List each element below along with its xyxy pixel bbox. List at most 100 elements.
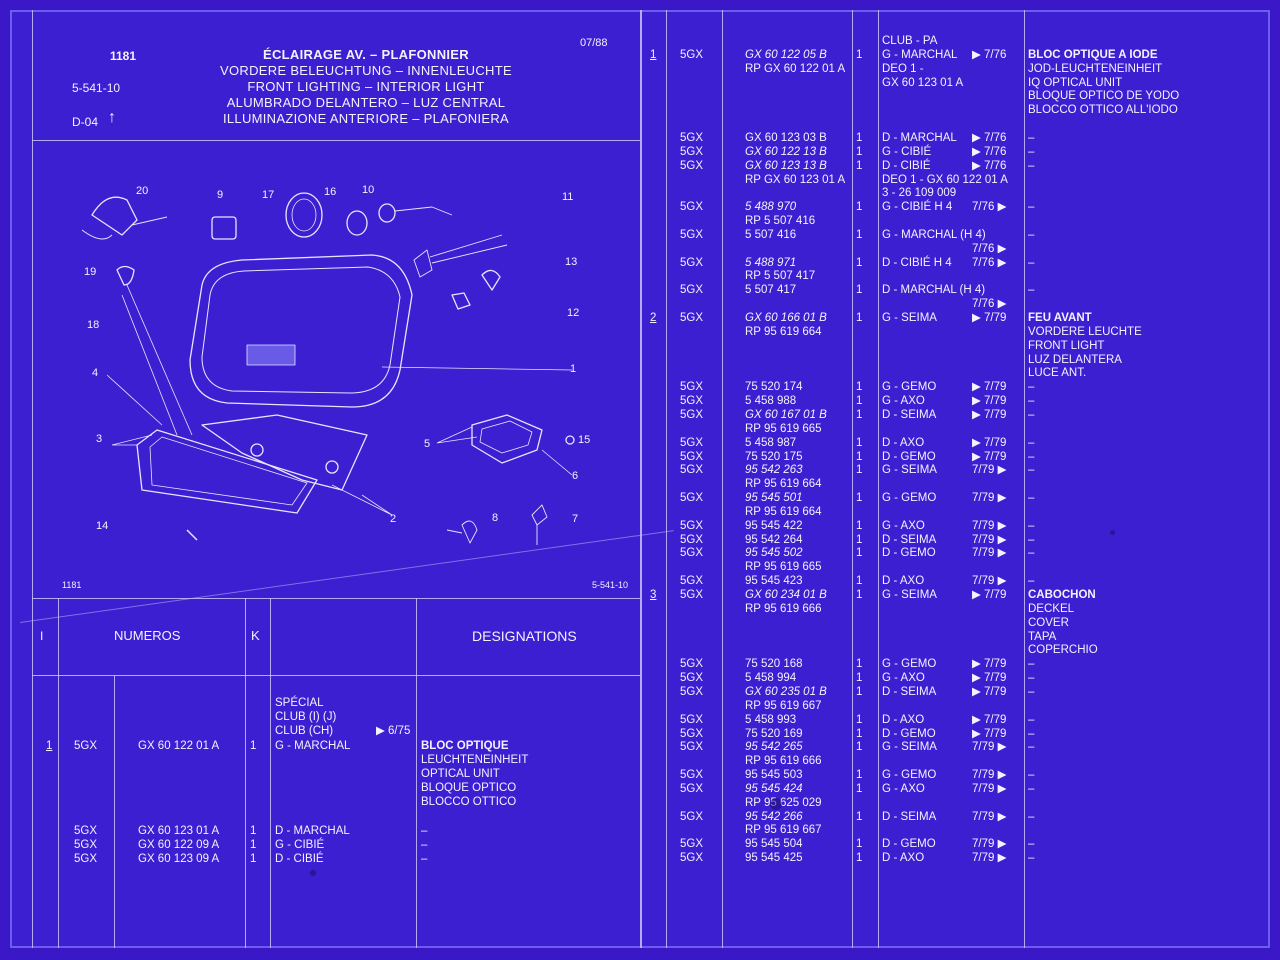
right-rows-designation: BLOCCO OTTICO ALL'IODO [1028, 104, 1178, 117]
right-rows-quantity: 1 [856, 131, 863, 144]
right-rows-variant: G - MARCHAL [882, 48, 958, 61]
parts-catalog-sheet: 1181 5-541-10 D-04 ↑ 07/88 ÉCLAIRAGE AV.… [10, 10, 1270, 948]
left-rows-variant: D - CIBIÉ [275, 853, 324, 866]
right-rows-part-number: GX 60 123 13 B [745, 159, 827, 172]
part-20-wires [81, 216, 168, 240]
right-rows-code: 5GX [680, 533, 704, 546]
right-rows-code: 5GX [680, 727, 704, 740]
right-rows-variant: CLUB - PA [882, 35, 938, 47]
callout-1: 1 [570, 363, 577, 375]
right-rows-code: 5GX [680, 769, 704, 782]
right-rows-part-number: RP 95 619 666 [745, 755, 822, 768]
lens-plate [136, 429, 318, 514]
right-rows-variant: D - AXO [882, 713, 925, 726]
right-rows-variant: D - MARCHAL [882, 131, 957, 144]
reflector [201, 414, 368, 491]
right-rows-part-number: 95 545 504 [745, 838, 803, 851]
right-rows-part-number: GX 60 234 01 B [745, 589, 827, 601]
right-rows-code: 5GX [680, 48, 704, 61]
right-rows-quantity: 1 [856, 575, 863, 588]
right-rows-designation: CABOCHON [1028, 589, 1096, 601]
right-rows-part-number: GX 60 167 01 B [745, 408, 827, 421]
header-fig: D-04 [72, 115, 99, 129]
parts-drawing [81, 192, 575, 545]
right-rows-designation: – [1028, 741, 1035, 754]
right-rows-code: 5GX [680, 312, 704, 324]
right-rows-date-note: 7/79 ▶ [972, 547, 1007, 560]
divider-left-right [640, 10, 642, 948]
right-rows-designation: – [1028, 672, 1035, 685]
bulb-socket [250, 443, 264, 457]
col-left-k [245, 598, 246, 948]
col-right-k [852, 10, 853, 948]
right-rows-code: 5GX [680, 547, 704, 560]
right-rows-code: 5GX [680, 408, 704, 421]
col-left-c3 [270, 598, 271, 948]
left-rows-quantity: 1 [250, 739, 257, 752]
leader-6 [541, 449, 573, 476]
right-rows-designation: COPERCHIO [1028, 644, 1098, 657]
part-16 [346, 210, 368, 236]
right-rows-part-number: RP GX 60 123 01 A [745, 173, 846, 186]
right-rows-variant: G - GEMO [882, 492, 937, 505]
right-rows-code: 5GX [680, 575, 704, 588]
right-rows-code: 5GX [680, 145, 704, 158]
right-rows-part-number: 95 545 503 [745, 769, 803, 782]
right-rows-variant: G - CIBIÉ H 4 [882, 201, 953, 214]
diagram-footer-right: 5-541-10 [592, 580, 629, 590]
left-rows-designation: BLOCCO OTTICO [421, 796, 517, 809]
right-rows-code: 5GX [680, 131, 704, 144]
right-rows-part-number: 95 545 422 [745, 519, 803, 532]
right-rows-date-note: 7/79 ▶ [972, 492, 1007, 505]
right-rows-code: 5GX [680, 256, 704, 269]
right-rows-variant: D - GEMO [882, 450, 936, 463]
title-fr: ÉCLAIRAGE AV. – PLAFONNIER [263, 47, 469, 62]
right-rows-designation: BLOC OPTIQUE A IODE [1028, 48, 1158, 61]
col-right-num [722, 10, 723, 948]
right-rows-designation: – [1028, 464, 1035, 477]
right-rows-date-note: 7/79 ▶ [972, 464, 1007, 477]
right-rows-code: 5GX [680, 201, 704, 214]
right-rows-quantity: 1 [856, 589, 863, 601]
right-rows-part-number: RP 95 619 666 [745, 602, 822, 615]
right-rows-date-note: ▶ 7/79 [972, 381, 1007, 394]
right-rows-part-number: 95 545 502 [745, 547, 803, 560]
right-rows-date-note: 7/79 ▶ [972, 519, 1007, 532]
right-rows-part-number: 95 545 424 [745, 782, 803, 795]
right-rows-date-note: 7/79 ▶ [972, 769, 1007, 782]
right-rows-designation: COVER [1028, 616, 1069, 629]
left-rows-variant: G - CIBIÉ [275, 839, 325, 851]
right-rows-variant: D - SEIMA [882, 685, 937, 698]
right-rows-part-number: 5 507 416 [745, 228, 797, 241]
callout-16: 16 [324, 186, 337, 198]
callout-10: 10 [362, 184, 375, 196]
right-rows-part-number: RP 95 619 664 [745, 478, 822, 491]
right-rows-designation: – [1028, 159, 1035, 172]
right-rows-designation: – [1028, 145, 1035, 158]
right-rows-part-number: RP 95 619 665 [745, 422, 822, 435]
right-rows-variant: D - AXO [882, 436, 925, 449]
part-7 [531, 504, 548, 545]
right-rows-variant: G - GEMO [882, 658, 937, 671]
speck [770, 798, 782, 810]
right-rows-variant: G - AXO [882, 395, 925, 408]
right-rows-designation: – [1028, 727, 1035, 740]
right-rows-date-note: ▶ 7/79 [972, 727, 1007, 740]
bulb-socket-2 [325, 460, 339, 474]
right-rows-part-number: 95 545 425 [745, 852, 803, 865]
right-rows-code: 5GX [680, 519, 704, 532]
right-rows-variant: D - AXO [882, 575, 925, 588]
right-rows-variant: D - SEIMA [882, 810, 937, 823]
right-rows-quantity: 1 [856, 838, 863, 851]
right-rows-quantity: 1 [856, 519, 863, 532]
right-rows-designation: – [1028, 284, 1035, 297]
exploded-parts-diagram: 20 9 17 16 10 11 19 13 18 12 4 1 3 5 15 … [32, 145, 648, 600]
right-rows-quantity: 1 [856, 145, 863, 158]
right-rows-quantity: 1 [856, 201, 863, 214]
right-rows-date-note: 7/79 ▶ [972, 741, 1007, 754]
left-rows-variant: G - MARCHAL [275, 739, 351, 752]
right-rows-designation: TAPA [1028, 630, 1057, 643]
part-17-inner [291, 198, 317, 232]
left-rows-quantity: 1 [250, 853, 257, 866]
right-rows-designation: – [1028, 575, 1035, 588]
